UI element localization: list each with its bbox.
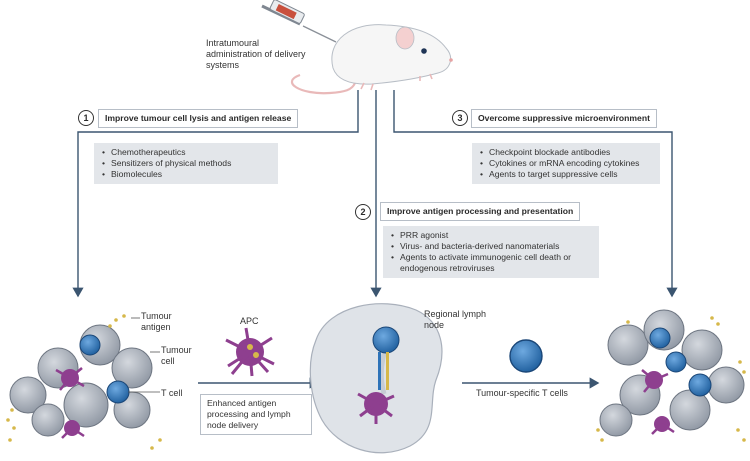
tumour-specific-t-cell [509,339,543,373]
label-tumour-antigen: Tumour antigen [141,311,172,332]
label-apc: APC [240,316,259,326]
step-1-number: 1 [78,110,94,126]
step-3-item: Checkpoint blockade antibodies [480,147,652,158]
step-3-items: Checkpoint blockade antibodies Cytokines… [472,143,660,184]
step-2-item: Virus- and bacteria-derived nanomaterial… [391,241,591,252]
label-tumour-specific-t-cells: Tumour-specific T cells [476,388,568,398]
pathway-arrows [72,90,678,389]
mouse-icon [291,24,453,95]
step-3-number: 3 [452,110,468,126]
step-1-title: Improve tumour cell lysis and antigen re… [98,109,299,128]
step-3-item: Cytokines or mRNA encoding cytokines [480,158,652,169]
step-3-title: Overcome suppressive microenvironment [471,109,657,128]
step-1-item: Biomolecules [102,169,270,180]
apc-cell [225,327,275,377]
tumour-cluster-right [596,309,746,442]
tumour-cluster-left [6,314,162,450]
step-2-number: 2 [355,204,371,220]
step-2-title: Improve antigen processing and presentat… [380,202,581,221]
label-regional-lymph-node: Regional lymph node [424,309,487,330]
label-tumour-cell: Tumour cell [161,345,192,366]
label-enhanced-delivery: Enhanced antigen processing and lymph no… [200,394,312,435]
step-2-items: PRR agonist Virus- and bacteria-derived … [383,226,599,278]
step-2-item: PRR agonist [391,230,591,241]
label-t-cell: T cell [161,388,183,398]
admin-label: Intratumoural administration of delivery… [206,38,306,70]
step-1-item: Sensitizers of physical methods [102,158,270,169]
step-1-items: Chemotherapeutics Sensitizers of physica… [94,143,278,184]
lymph-node [309,303,443,454]
step-1-item: Chemotherapeutics [102,147,270,158]
syringe-icon [261,0,337,43]
step-2-item: Agents to activate immunogenic cell deat… [391,252,591,274]
step-3-item: Agents to target suppressive cells [480,169,652,180]
